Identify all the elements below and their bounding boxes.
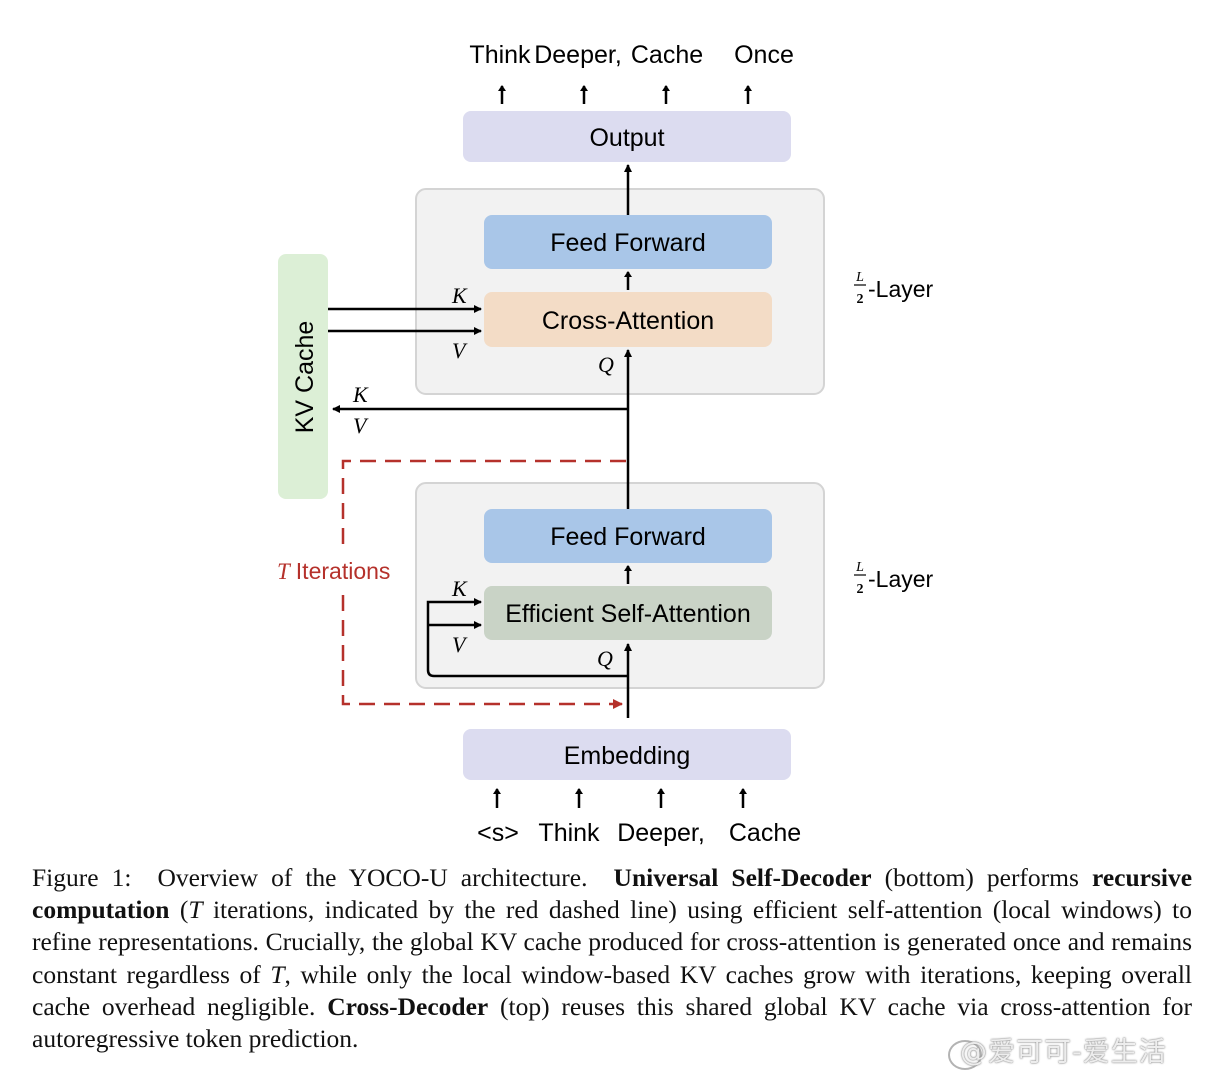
k-label: K [451, 283, 468, 308]
caption-italic-t: T [188, 895, 203, 925]
caption-text: ( [179, 895, 189, 925]
caption-italic-t: T [270, 959, 285, 989]
input-token-arrows [493, 788, 747, 808]
input-token: Deeper, [617, 819, 705, 847]
iterations-text: Iterations [296, 558, 391, 584]
layer-frac-numerator: L [855, 560, 864, 575]
layer-frac-denominator: 2 [857, 292, 864, 307]
caption-bold-universal-self-decoder: Universal Self-Decoder [613, 863, 872, 892]
bottom-layer-count: L 2 [854, 560, 866, 597]
embedding-block [463, 729, 791, 780]
weibo-logo-icon [948, 1040, 982, 1070]
caption-text: , while only the local window-based KV c… [32, 959, 1192, 1021]
bottom-feed-forward-block [484, 509, 772, 563]
q-label: Q [597, 646, 613, 671]
iteration-dashed-line-bottom [341, 595, 623, 709]
watermark: @爱可可-爱生活 [960, 1037, 1167, 1068]
caption-text: Overview of the YOCO-U architecture. [157, 863, 588, 892]
input-tokens: <s> Think Deeper, Cache [477, 819, 801, 847]
output-token-arrows [498, 85, 752, 104]
v-label: V [452, 338, 468, 363]
output-tokens: Think Deeper, Cache Once [469, 41, 793, 69]
figure-caption: Figure 1: Overview of the YOCO-U archite… [32, 862, 1192, 1055]
v-label: V [353, 413, 369, 438]
output-token: Once [734, 41, 794, 69]
kv-cache-label: KV Cache [291, 321, 319, 434]
caption-text: iterations, indicated by the red dashed … [32, 895, 1192, 989]
kv-cache-block [278, 254, 328, 499]
iterations-var: T [277, 559, 292, 584]
top-feed-forward-label: Feed Forward [550, 229, 706, 257]
k-label: K [451, 576, 468, 601]
caption-bold-recursive-computation: recursive computation [32, 863, 1193, 925]
k-label: K [352, 382, 369, 407]
main-flow-arrows [328, 164, 632, 718]
embedding-label: Embedding [564, 742, 690, 770]
layer-frac-numerator: L [855, 270, 864, 285]
top-feed-forward-block [484, 215, 772, 269]
caption-text: (top) reuses this shared global KV cache… [32, 991, 1192, 1054]
efficient-self-attention-label: Efficient Self-Attention [505, 600, 751, 628]
output-token: Think [469, 41, 531, 69]
cross-attention-label: Cross-Attention [542, 307, 714, 335]
input-token: Cache [729, 819, 801, 847]
cross-attention-block [484, 292, 772, 347]
top-layer-count: L 2 [854, 270, 866, 307]
iteration-dashed-line-top [341, 459, 626, 548]
bottom-feed-forward-label: Feed Forward [550, 523, 706, 551]
v-label: V [452, 632, 468, 657]
input-token: <s> [477, 819, 519, 847]
figure-number: Figure 1: [32, 863, 132, 892]
bottom-layer-suffix: -Layer [868, 566, 934, 592]
architecture-diagram: Think Deeper, Cache Once Output Feed For… [277, 41, 934, 847]
input-token: Think [538, 819, 600, 847]
output-token: Cache [631, 41, 703, 69]
top-layer-suffix: -Layer [868, 276, 934, 302]
caption-text: (bottom) performs [884, 863, 1079, 892]
layer-frac-denominator: 2 [857, 582, 864, 597]
q-label: Q [598, 352, 614, 377]
caption-bold-cross-decoder: Cross-Decoder [327, 991, 489, 1021]
efficient-self-attention-block [484, 586, 772, 640]
output-label: Output [589, 124, 664, 152]
self-k-arrow [426, 598, 628, 678]
output-block [463, 111, 791, 162]
output-token: Deeper, [534, 41, 622, 69]
kvq-labels: K V Q K V K V Q [352, 283, 614, 671]
